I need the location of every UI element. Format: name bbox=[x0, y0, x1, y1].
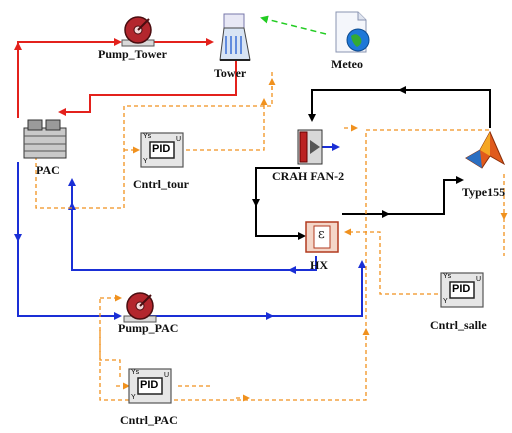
meteo-node[interactable] bbox=[332, 10, 372, 54]
hx-node[interactable]: ε bbox=[304, 220, 340, 254]
crah-fan-icon bbox=[297, 129, 323, 165]
weather-link[interactable] bbox=[260, 15, 327, 35]
port-u: U bbox=[476, 276, 482, 283]
port-y: Y bbox=[143, 158, 148, 165]
cntrl-tour-node[interactable]: PID Ys U Y bbox=[140, 132, 186, 170]
cntrl-salle-label: Cntrl_salle bbox=[430, 318, 487, 332]
pump-icon bbox=[121, 16, 155, 47]
port-u: U bbox=[164, 372, 170, 379]
port-y: Y bbox=[443, 298, 448, 305]
port-ys: Ys bbox=[443, 273, 452, 280]
pump-tower-node[interactable] bbox=[118, 14, 158, 48]
cntrl-pac-label: Cntrl_PAC bbox=[120, 413, 178, 427]
crah-node[interactable] bbox=[296, 128, 324, 166]
pac-label: PAC bbox=[36, 163, 60, 177]
pac-node[interactable] bbox=[22, 116, 68, 160]
tower-node[interactable] bbox=[218, 12, 252, 64]
port-ys: Ys bbox=[143, 133, 152, 140]
chiller-icon bbox=[23, 119, 67, 159]
port-ys: Ys bbox=[131, 369, 140, 376]
heat-exchanger-icon bbox=[305, 221, 339, 253]
chilled-water-loop[interactable] bbox=[14, 162, 366, 320]
pid-block-text: PID bbox=[140, 379, 159, 391]
hx-symbol: ε bbox=[318, 227, 325, 242]
weather-file-icon bbox=[335, 11, 370, 53]
cntrl-tour-label: Cntrl_tour bbox=[133, 177, 189, 191]
pump-pac-label: Pump_PAC bbox=[118, 321, 179, 335]
air-loop[interactable] bbox=[252, 86, 491, 240]
crah-label: CRAH FAN-2 bbox=[272, 169, 345, 183]
pid-block-text: PID bbox=[152, 143, 171, 155]
type155-node[interactable] bbox=[464, 130, 506, 170]
pump-tower-label: Pump_Tower bbox=[98, 47, 167, 61]
pid-controller-icon bbox=[440, 272, 484, 308]
pid-block-text: PID bbox=[452, 283, 471, 295]
pid-controller-icon bbox=[128, 368, 172, 404]
meteo-label: Meteo bbox=[331, 57, 363, 71]
port-y: Y bbox=[131, 394, 136, 401]
pid-controller-icon bbox=[140, 132, 184, 168]
cntrl-salle-node[interactable]: PID Ys U Y bbox=[440, 272, 486, 310]
cooling-tower-icon bbox=[219, 13, 251, 61]
cntrl-pac-node[interactable]: PID Ys U Y bbox=[128, 368, 174, 406]
hot-water-loop[interactable] bbox=[14, 38, 237, 118]
tower-label: Tower bbox=[214, 66, 247, 80]
pump-pac-node[interactable] bbox=[120, 290, 160, 324]
port-u: U bbox=[176, 136, 182, 143]
type155-label: Type155 bbox=[462, 185, 506, 199]
matlab-icon bbox=[465, 130, 506, 169]
pump-icon bbox=[123, 292, 157, 323]
hx-label: HX bbox=[310, 258, 328, 272]
